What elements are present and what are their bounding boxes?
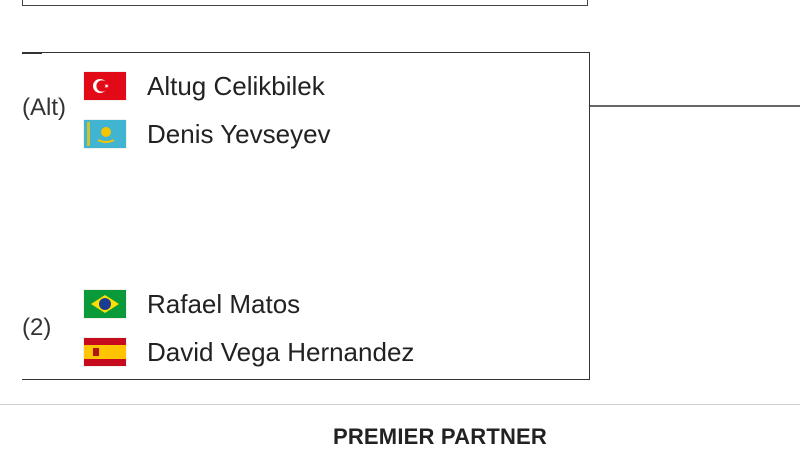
team2-player1[interactable]: Rafael Matos xyxy=(84,284,300,324)
premier-partner-label: PREMIER PARTNER xyxy=(332,424,548,449)
player-name: Altug Celikbilek xyxy=(147,70,325,101)
match-box[interactable] xyxy=(22,52,590,380)
footer-divider xyxy=(0,404,800,405)
team1-player2[interactable]: Denis Yevseyev xyxy=(84,114,331,154)
player-name: David Vega Hernandez xyxy=(147,336,415,367)
match-box-top-line xyxy=(22,52,42,54)
match-box-bottom-line xyxy=(22,378,42,380)
kazakhstan-flag-icon xyxy=(84,120,126,148)
previous-match-box xyxy=(22,0,588,6)
turkey-flag-icon xyxy=(84,72,126,100)
player-name: Denis Yevseyev xyxy=(147,118,331,149)
team1-seed: (Alt) xyxy=(22,94,66,121)
bracket-connector-line xyxy=(590,105,800,107)
spain-flag-icon xyxy=(84,338,126,366)
team1-player1[interactable]: Altug Celikbilek xyxy=(84,66,325,106)
team2-player2[interactable]: David Vega Hernandez xyxy=(84,332,414,372)
brazil-flag-icon xyxy=(84,290,126,318)
player-name: Rafael Matos xyxy=(147,288,301,319)
team2-seed: (2) xyxy=(22,314,52,341)
